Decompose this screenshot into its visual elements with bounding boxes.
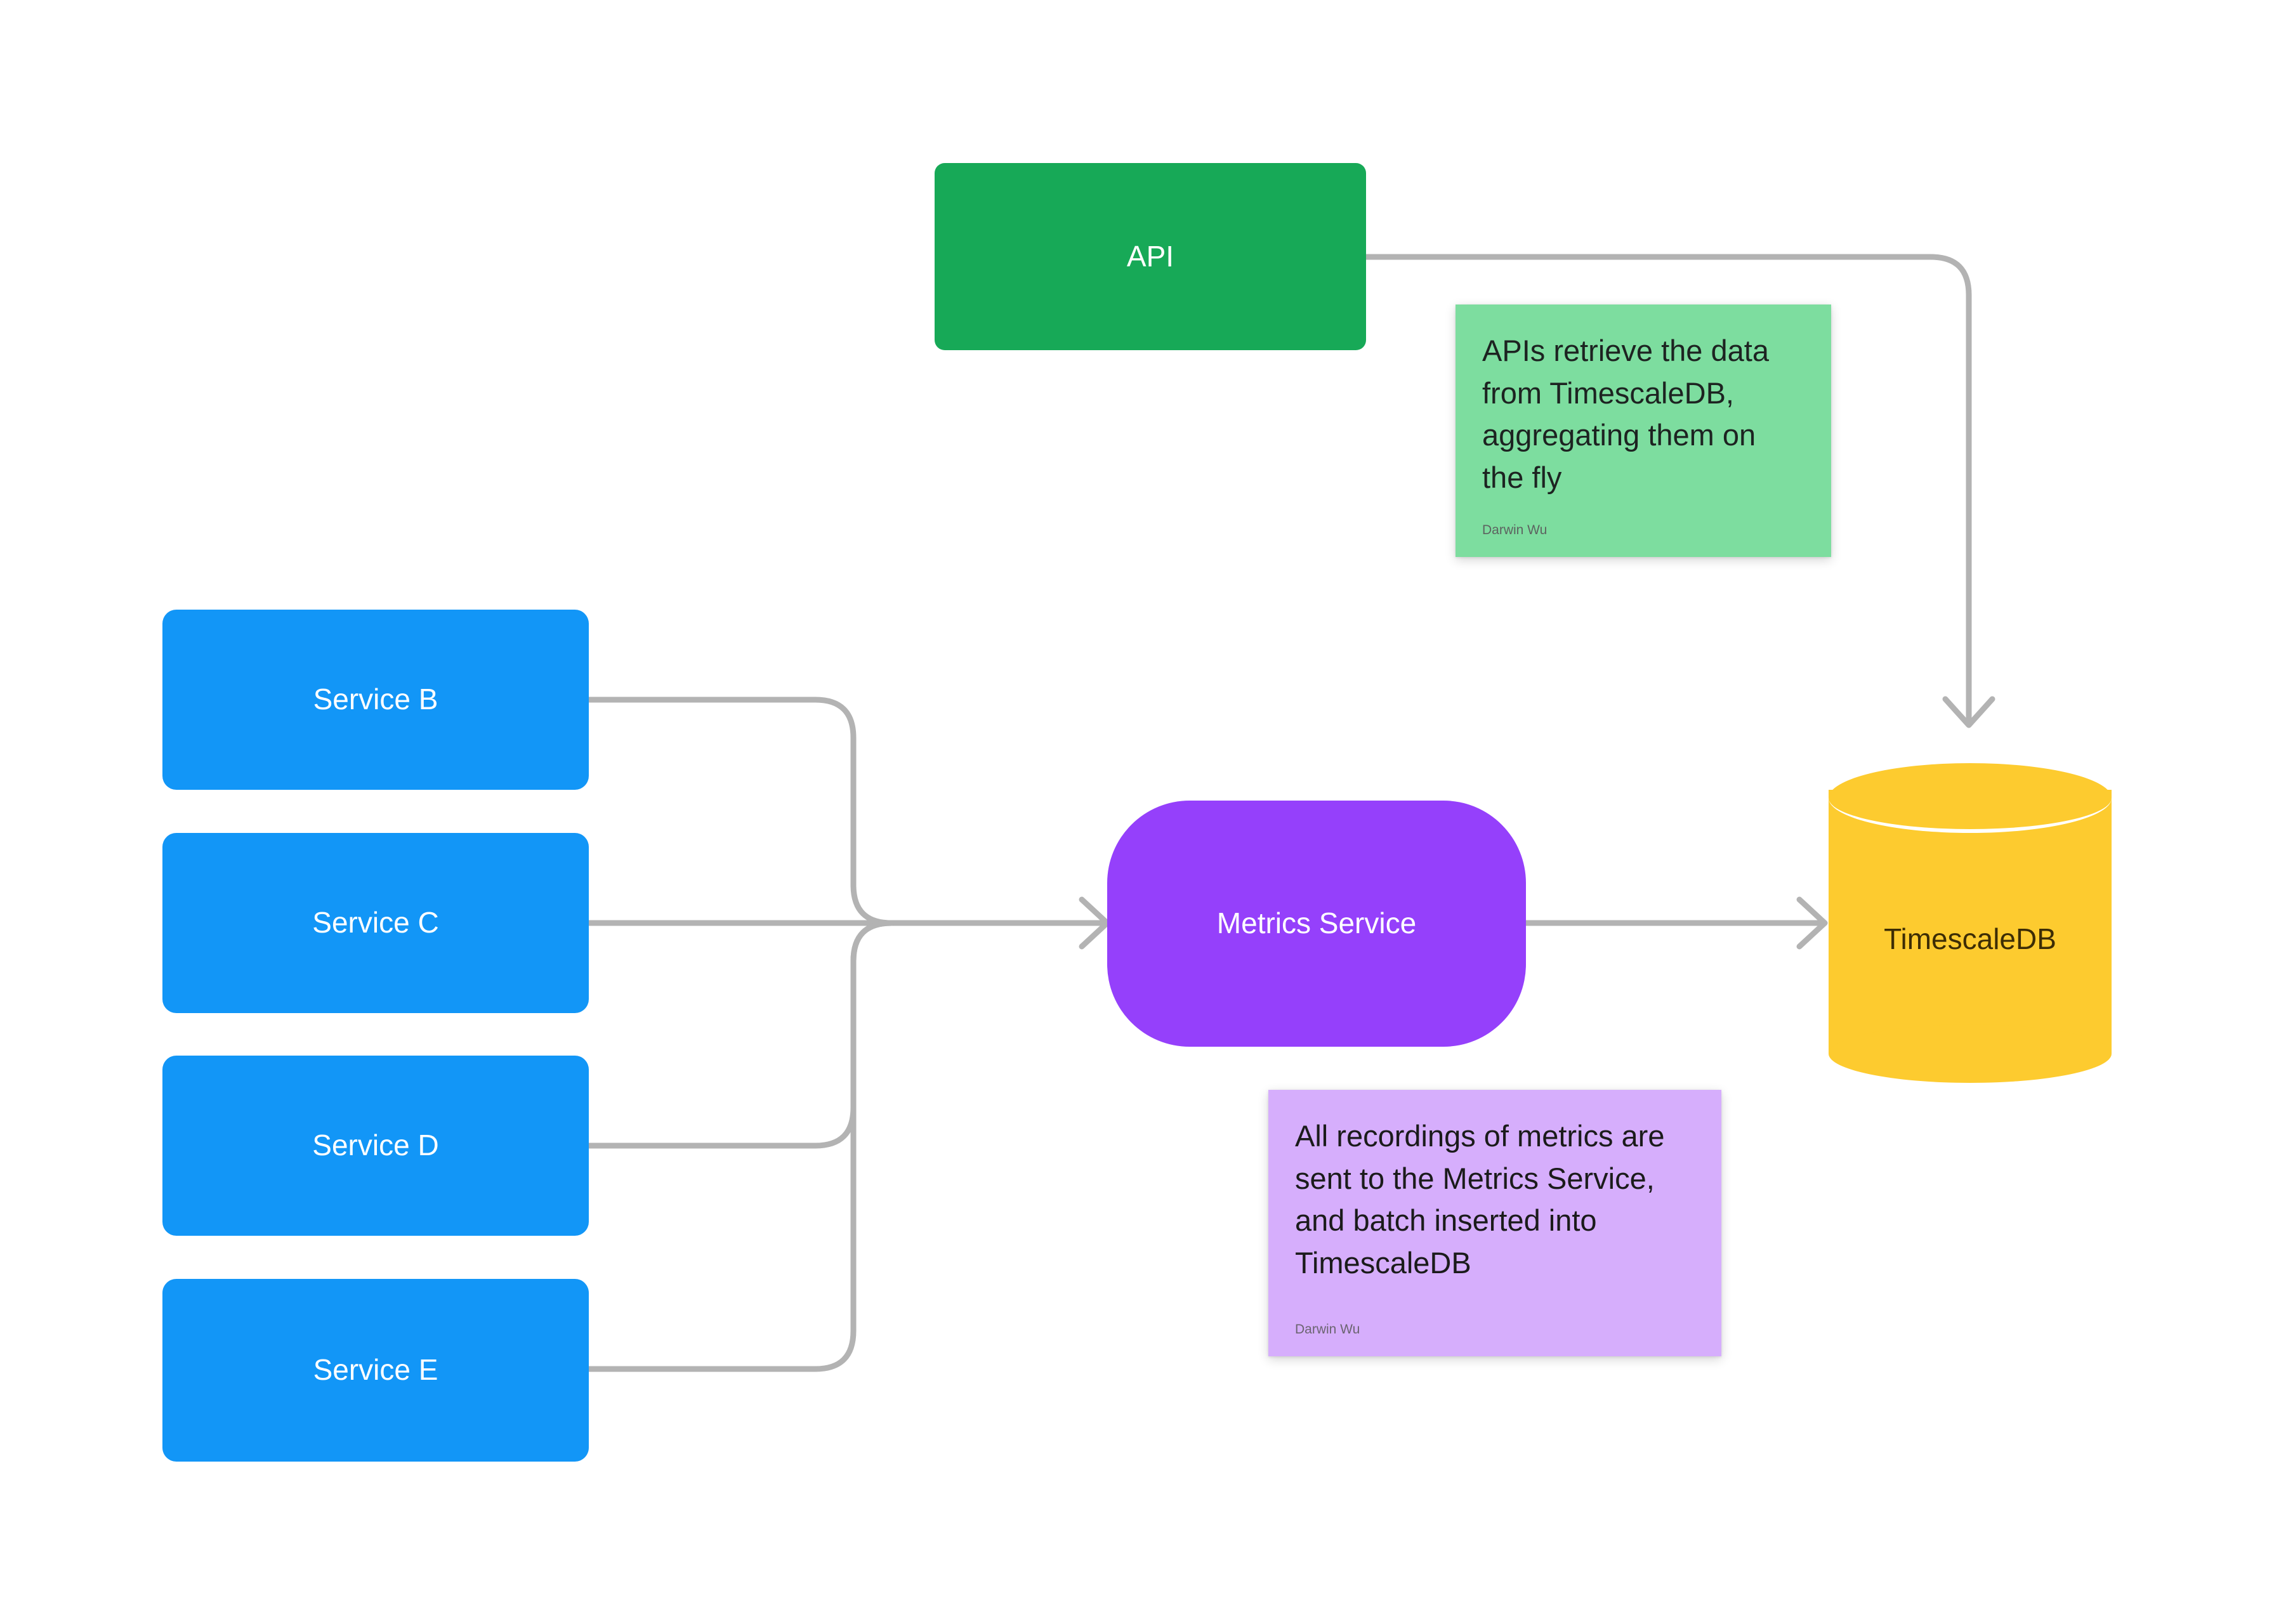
sticky-note-metrics-author: Darwin Wu [1295,1322,1360,1337]
node-service-c[interactable]: Service C [162,833,589,1013]
cylinder-bottom-ellipse [1829,1025,2112,1083]
node-service-d[interactable]: Service D [162,1056,589,1236]
sticky-note-api[interactable]: APIs retrieve the data from TimescaleDB,… [1456,304,1831,557]
node-api[interactable]: API [935,163,1366,350]
sticky-note-metrics[interactable]: All recordings of metrics are sent to th… [1268,1090,1721,1356]
sticky-note-api-author: Darwin Wu [1482,523,1548,537]
cylinder-top-ellipse [1829,763,2112,833]
node-service-b[interactable]: Service B [162,610,589,790]
node-api-label: API [1126,239,1174,273]
node-metrics-service[interactable]: Metrics Service [1107,801,1526,1047]
edge-service-e-to-metrics [586,920,895,1372]
sticky-note-api-text: APIs retrieve the data from TimescaleDB,… [1482,334,1769,495]
arrowhead-timescaledb-left [1796,896,1828,950]
edge-api-to-timescaledb [1362,254,1972,726]
arrowhead-timescaledb-top [1942,696,1995,728]
node-timescaledb-label: TimescaleDB [1884,922,2056,955]
node-metrics-service-label: Metrics Service [1216,907,1417,940]
sticky-note-metrics-text: All recordings of metrics are sent to th… [1295,1119,1665,1280]
node-timescaledb[interactable]: TimescaleDB [1829,763,2112,1083]
node-service-e-label: Service E [313,1353,438,1387]
edge-service-d-to-metrics [586,920,895,1149]
cylinder-body [1829,790,2112,1054]
node-service-c-label: Service C [312,906,439,940]
node-service-e[interactable]: Service E [162,1279,589,1462]
edge-service-b-to-metrics [586,697,895,926]
node-service-b-label: Service B [313,683,438,716]
node-service-d-label: Service D [312,1129,439,1162]
